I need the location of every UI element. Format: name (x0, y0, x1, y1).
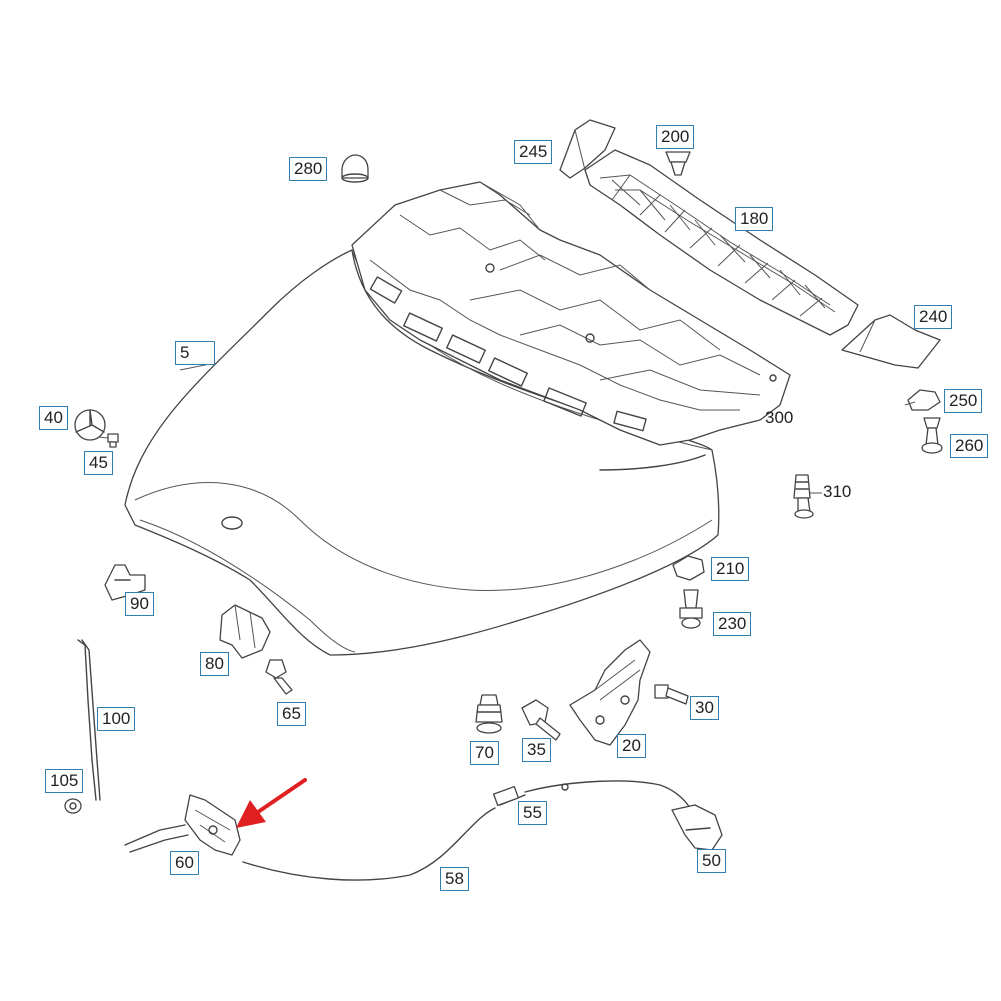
label-part-5: 5 (175, 341, 215, 365)
label-part-100: 100 (97, 707, 136, 731)
release-handle-50 (671, 804, 723, 851)
bolt-30 (654, 684, 689, 705)
label-part-55: 55 (518, 801, 547, 825)
release-cable-58 (242, 780, 691, 881)
bracket-90 (104, 564, 146, 601)
label-part-280: 280 (289, 157, 328, 181)
label-part-240: 240 (914, 305, 953, 329)
label-part-245: 245 (514, 140, 553, 164)
screw-260 (921, 417, 943, 454)
label-part-45: 45 (84, 451, 113, 475)
hood-inner-frame (351, 181, 791, 446)
label-part-310: 310 (823, 482, 852, 501)
label-part-105: 105 (45, 769, 84, 793)
bolt-35 (521, 699, 561, 741)
label-part-260: 260 (950, 434, 989, 458)
clip-nut-210 (672, 555, 705, 581)
cover-245 (559, 119, 616, 179)
label-part-60: 60 (170, 851, 199, 875)
label-part-300: 300 (765, 408, 794, 427)
hood-latch-60 (124, 794, 241, 856)
label-part-80: 80 (200, 652, 229, 676)
push-rivet-310 (793, 474, 814, 519)
label-part-58: 58 (440, 867, 469, 891)
label-part-230: 230 (713, 612, 752, 636)
hood-hinge-20 (569, 639, 651, 746)
grommet-105 (64, 798, 82, 814)
label-part-35: 35 (522, 738, 551, 762)
label-part-30: 30 (690, 696, 719, 720)
bolt-65 (265, 659, 293, 695)
clip-200 (665, 151, 691, 176)
label-part-180: 180 (735, 207, 774, 231)
clip-nut-250 (907, 389, 941, 411)
prop-rod-100 (77, 639, 101, 801)
label-part-20: 20 (617, 734, 646, 758)
screw-230 (679, 589, 703, 629)
cover-240 (841, 314, 941, 369)
label-part-210: 210 (711, 557, 750, 581)
cowl-grille-panel (584, 149, 859, 336)
label-part-200: 200 (656, 125, 695, 149)
label-part-40: 40 (39, 406, 68, 430)
label-part-90: 90 (125, 592, 154, 616)
label-part-70: 70 (470, 741, 499, 765)
label-part-50: 50 (697, 849, 726, 873)
buffer-70 (475, 694, 503, 734)
star-emblem-40 (74, 409, 106, 441)
emblem-mount-45 (107, 433, 119, 448)
rubber-bumper-280 (341, 154, 369, 183)
label-part-65: 65 (277, 702, 306, 726)
label-part-250: 250 (944, 389, 983, 413)
bracket-80 (219, 604, 271, 659)
highlight-arrow (236, 778, 307, 828)
